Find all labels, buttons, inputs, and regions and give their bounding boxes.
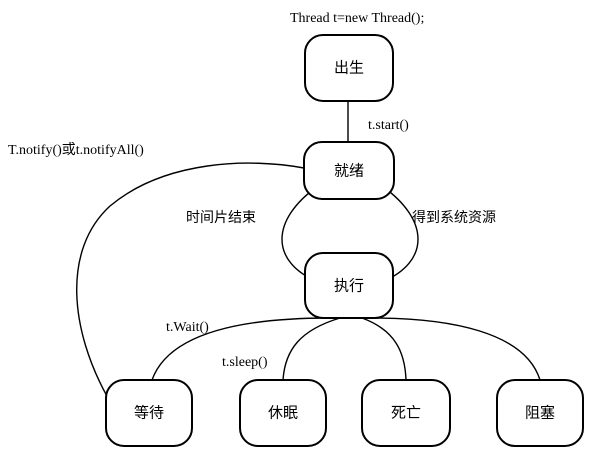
node-waiting-label: 等待 — [134, 404, 164, 422]
node-ready-label: 就绪 — [334, 162, 364, 180]
edge-running-to-waiting — [151, 317, 331, 381]
edge-label-sleep: t.sleep() — [222, 355, 268, 370]
edge-running-to-sleeping — [282, 317, 341, 381]
node-born-label: 出生 — [334, 59, 364, 77]
node-sleeping: 休眠 — [239, 379, 327, 447]
node-running: 执行 — [304, 252, 394, 319]
edge-label-timeslice-end: 时间片结束 — [186, 210, 256, 226]
node-waiting: 等待 — [105, 379, 193, 447]
edge-label-start: t.start() — [368, 118, 409, 133]
edge-label-get-resources: 得到系统资源 — [412, 209, 496, 226]
thread-creation-caption: Thread t=new Thread(); — [290, 11, 424, 26]
edge-running-to-dead — [361, 317, 407, 381]
node-ready: 就绪 — [303, 141, 395, 200]
edge-label-notify: T.notify()或t.notifyAll() — [8, 142, 144, 158]
edge-ready-running-left — [281, 185, 319, 283]
node-dead: 死亡 — [361, 379, 451, 447]
node-dead-label: 死亡 — [391, 404, 421, 422]
edge-ready-running-right — [381, 185, 419, 283]
edge-running-to-blocked — [371, 317, 541, 381]
node-blocked-label: 阻塞 — [525, 404, 555, 422]
node-sleeping-label: 休眠 — [268, 404, 298, 422]
node-born: 出生 — [304, 34, 394, 102]
node-running-label: 执行 — [334, 277, 364, 295]
edge-label-wait: t.Wait() — [166, 320, 209, 335]
diagram-edges — [76, 101, 541, 399]
edge-waiting-to-ready — [76, 162, 305, 399]
node-blocked: 阻塞 — [496, 379, 584, 447]
